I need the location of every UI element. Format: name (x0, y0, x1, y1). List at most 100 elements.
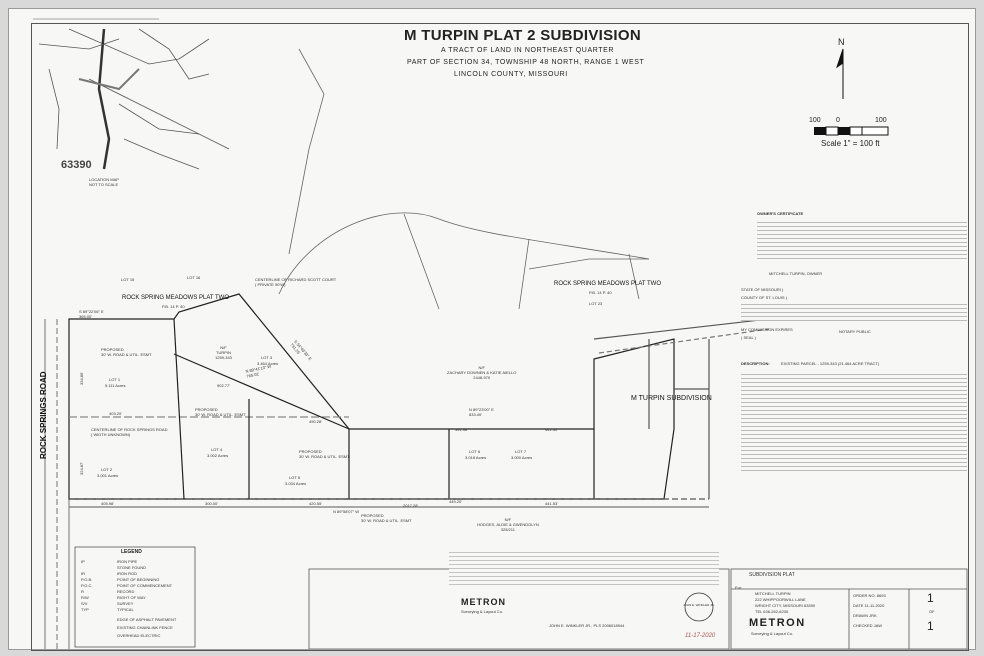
metron-logo: METRON (749, 617, 806, 629)
rsm-west: ROCK SPRING MEADOWS PLAT TWO (122, 295, 230, 301)
rsm-east: ROCK SPRING MEADOWS PLAT TWO (554, 281, 662, 287)
tb-order: ORDER NO. 8693 (853, 593, 886, 598)
lot-6-name: LOT 6 (469, 449, 481, 454)
easement-3: PROPOSED 30' W. ROAD & UTIL. ESMT (299, 449, 350, 459)
legend-item-6: RIGHT OF WAY (117, 595, 146, 600)
easement-4: PROPOSED 30' W. ROAD & UTIL. ESMT (361, 513, 412, 523)
easement-1: PROPOSED 30' W. ROAD & UTIL. ESMT (101, 347, 152, 357)
lot-3-name: LOT 3 (261, 355, 273, 360)
lot-5-area: 3.034 Acres (285, 481, 307, 486)
legend-item-5: RECORD (117, 589, 135, 594)
tb-addr2: WRIGHT CITY, MISSOURI 63390 (755, 603, 816, 608)
description-heading: DESCRIPTION: (741, 361, 770, 366)
seal-label: ( SEAL ) (741, 335, 756, 340)
dim-405: 405.98' (101, 501, 114, 506)
plat-title: M TURPIN PLAT 2 SUBDIVISION (404, 27, 642, 44)
dim-324: 324.87' (79, 462, 84, 475)
easement-2: PROPOSED 30' W. ROAD & UTIL. ESMT (195, 407, 246, 417)
dim-420: 420.55' (309, 501, 322, 506)
lot-4-name: LOT 4 (211, 447, 223, 452)
lot-4-area: 3.002 Acres (207, 453, 229, 458)
dim-s89-top: S 89°22'06" E 365.00' (79, 309, 104, 319)
tb-addr1: 222 WHIPPOORWILL LANE (755, 597, 806, 602)
drawing-border (31, 23, 969, 651)
downen-owner: N/F ZACHARY DOWNEN & KATIE AIELLO 2448-9… (447, 365, 517, 380)
lot-3-area: 3.464 Acres (257, 361, 279, 366)
tb-heading: SUBDIVISION PLAT (749, 572, 795, 578)
dim-2017: 2017.28' (403, 503, 419, 508)
lot-7-name: LOT 7 (515, 449, 527, 454)
dim-902: 902.77' (217, 383, 230, 388)
metron-logo-small: METRON (461, 597, 506, 607)
surveyor-certification (449, 549, 719, 585)
scale-tick-left: 100 (809, 117, 821, 124)
owner-county: COUNTY OF ST. LOUIS ) (741, 295, 787, 300)
m-turpin-subdivision: M TURPIN SUBDIVISION (631, 395, 712, 402)
owner-state: STATE OF MISSOURI ) (741, 287, 784, 292)
tb-drawn: DRAWN JRK (853, 613, 877, 618)
sign-date: 11-17-2020 (685, 633, 716, 639)
surveyor-name: JOHN E. WINKLER JR., PLS 2006018944 (549, 623, 625, 628)
tb-client: MITCHELL TURPIN (755, 591, 791, 596)
rsm-east-pb: P.B. 14 P. 40 (589, 290, 612, 295)
legend-item-0: IRON PIPE (117, 559, 138, 564)
legend-sym-5: R (81, 589, 84, 594)
road-name: ROCK SPRINGS ROAD (39, 371, 48, 459)
location-zip: 63390 (61, 159, 92, 171)
scale-tick-zero: 0 (836, 117, 840, 124)
hodges-owner: N/F HODGES, ALDIE & GWENDOLYN 325/211 (477, 517, 539, 532)
legend-item-1: STONE FOUND (117, 565, 147, 570)
scale-tick-right: 100 (875, 117, 887, 124)
legend-title: LEGEND (121, 549, 142, 555)
rsm-west-pb: P.B. 14 P. 40 (162, 304, 185, 309)
dim-334: 334.89' (79, 372, 84, 385)
title-line-1: A TRACT OF LAND IN NORTHEAST QUARTER (441, 47, 615, 54)
rock-springs-road (44, 319, 70, 649)
location-caption: LOCATION MAP NOT TO SCALE (89, 177, 119, 187)
legend-item-11: OVERHEAD ELECTRIC (117, 633, 161, 638)
dim-441a: 441.50' (545, 427, 558, 432)
legal-description (741, 371, 967, 471)
surveyor-seal (684, 592, 714, 622)
legend: LEGEND IP IRON PIPE STONE FOUND IR IRON … (77, 549, 193, 645)
court-centerline: CENTERLINE OF RICHARD SCOTT COURT ( PRIV… (255, 277, 337, 287)
lot-1-name: LOT 1 (109, 377, 121, 382)
seal-name: JOHN E. WINKLER JR. (683, 603, 715, 607)
tb-tel: TEL 636-262-6230 (755, 609, 789, 614)
lot-5-name: LOT 5 (289, 475, 301, 480)
sheet-number: 1 (927, 591, 934, 605)
legend-sym-3: P.O.B. (81, 577, 93, 582)
legend-item-8: TYPICAL (117, 607, 134, 612)
legend-item-4: POINT OF COMMENCEMENT (117, 583, 173, 588)
dim-441b: 441.53' (545, 501, 558, 506)
neighbor-boundaries (278, 48, 650, 310)
metron-sub: Surveying & Layout Co. (751, 631, 794, 636)
north-arrow (836, 48, 844, 99)
plat-drawing (33, 18, 968, 649)
owner-ack-text (741, 301, 967, 321)
notary-public: NOTARY PUBLIC (839, 329, 871, 334)
legend-item-9: EDGE OF ASPHALT PAVEMENT (117, 617, 177, 622)
dim-403: 403.20' (109, 411, 122, 416)
commission-expires: MY COMMISSION EXPIRES (741, 327, 793, 332)
lot-6-area: 3.018 Acres (465, 455, 487, 460)
scale-text: Scale 1" = 100 ft (821, 139, 880, 148)
owner-cert-heading: OWNER'S CERTIFICATE (757, 211, 804, 216)
legend-sym-7: S/V (81, 601, 88, 606)
lot-15: LOT 15 (121, 277, 135, 282)
owner-signature: MITCHELL TURPIN, OWNER (769, 271, 823, 276)
title-line-3: LINCOLN COUNTY, MISSOURI (454, 71, 568, 78)
tb-checked: CHECKED JAW (853, 623, 882, 628)
location-map (33, 18, 230, 170)
plat-boundary (68, 293, 770, 508)
sheet-total: 1 (927, 619, 934, 633)
dim-n89-mid: N 89°23'00" E 833.40' (469, 407, 494, 417)
dim-300: 300.00' (205, 501, 218, 506)
title-line-2: PART OF SECTION 34, TOWNSHIP 48 NORTH, R… (407, 59, 645, 66)
lot-23: LOT 23 (589, 301, 603, 306)
tb-for: For: (735, 585, 743, 590)
lot-2-area: 3.001 Acres (97, 473, 119, 478)
tb-date: DATE 11-11-2020 (853, 603, 885, 608)
dim-n89-bottom: N 89°58'07" W (333, 509, 360, 514)
lot-7-area: 3.000 Acres (511, 455, 533, 460)
